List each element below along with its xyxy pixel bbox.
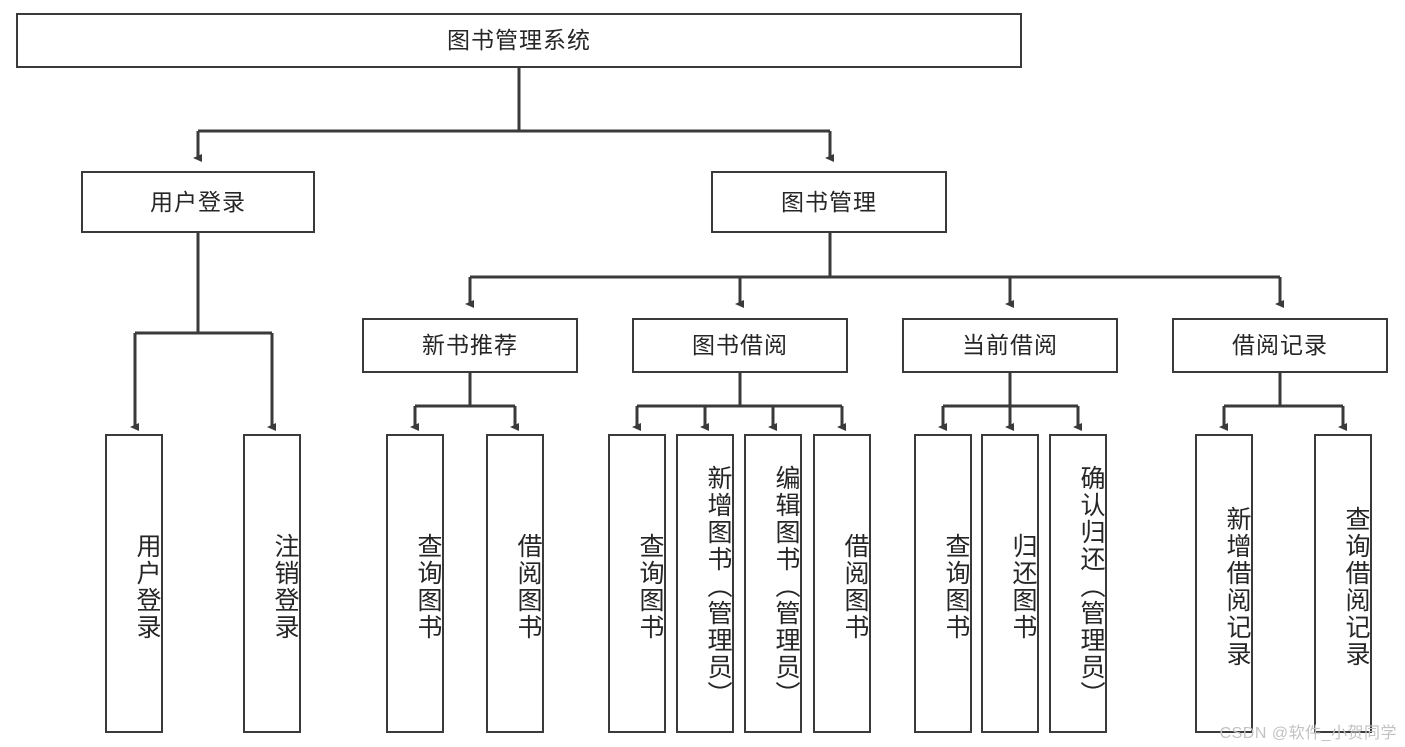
node-label: 注销登录	[271, 532, 299, 641]
watermark: CSDN @软件_小贺同学	[1219, 725, 1397, 742]
node-label: 图书管理系统	[447, 27, 591, 54]
node-label: 新书推荐	[422, 332, 518, 359]
leaf-book-borrow-edit-book-admin[interactable]: 编辑图书（管理员）	[744, 434, 802, 733]
leaf-book-borrow-borrow-book[interactable]: 借阅图书	[813, 434, 871, 733]
node-label: 查询图书	[942, 532, 970, 641]
leaf-new-book-query-book[interactable]: 查询图书	[386, 434, 444, 733]
node-label: 借阅记录	[1232, 332, 1328, 359]
node-label: 用户登录	[133, 532, 161, 641]
node-label: 查询图书	[414, 532, 442, 641]
leaf-borrow-record-add-record[interactable]: 新增借阅记录	[1195, 434, 1253, 733]
node-current-borrow[interactable]: 当前借阅	[902, 318, 1118, 373]
node-label: 图书管理	[781, 188, 877, 215]
node-label: 新增图书（管理员）	[704, 465, 732, 708]
node-user-login[interactable]: 用户登录	[81, 171, 315, 233]
leaf-book-borrow-add-book-admin[interactable]: 新增图书（管理员）	[676, 434, 734, 733]
node-label: 当前借阅	[962, 332, 1058, 359]
node-book-management[interactable]: 图书管理	[711, 171, 947, 233]
leaf-current-borrow-return-book[interactable]: 归还图书	[981, 434, 1039, 733]
node-new-book-recommend[interactable]: 新书推荐	[362, 318, 578, 373]
node-label: 新增借阅记录	[1223, 505, 1251, 668]
leaf-borrow-record-query-record[interactable]: 查询借阅记录	[1314, 434, 1372, 733]
node-label: 借阅图书	[514, 532, 542, 641]
node-label: 归还图书	[1009, 532, 1037, 641]
leaf-user-login-do-login[interactable]: 用户登录	[105, 434, 163, 733]
leaf-user-login-logout[interactable]: 注销登录	[243, 434, 301, 733]
leaf-new-book-borrow-book[interactable]: 借阅图书	[486, 434, 544, 733]
leaf-current-borrow-confirm-return-admin[interactable]: 确认归还（管理员）	[1049, 434, 1107, 733]
node-label: 借阅图书	[841, 532, 869, 641]
node-root-book-management-system[interactable]: 图书管理系统	[16, 13, 1022, 68]
node-borrow-record[interactable]: 借阅记录	[1172, 318, 1388, 373]
node-label: 编辑图书（管理员）	[772, 465, 800, 708]
node-label: 确认归还（管理员）	[1077, 465, 1105, 708]
node-label: 查询借阅记录	[1342, 505, 1370, 668]
leaf-book-borrow-query-book[interactable]: 查询图书	[608, 434, 666, 733]
node-book-borrow[interactable]: 图书借阅	[632, 318, 848, 373]
node-label: 查询图书	[636, 532, 664, 641]
node-label: 图书借阅	[692, 332, 788, 359]
node-label: 用户登录	[150, 188, 246, 215]
leaf-current-borrow-query-book[interactable]: 查询图书	[914, 434, 972, 733]
